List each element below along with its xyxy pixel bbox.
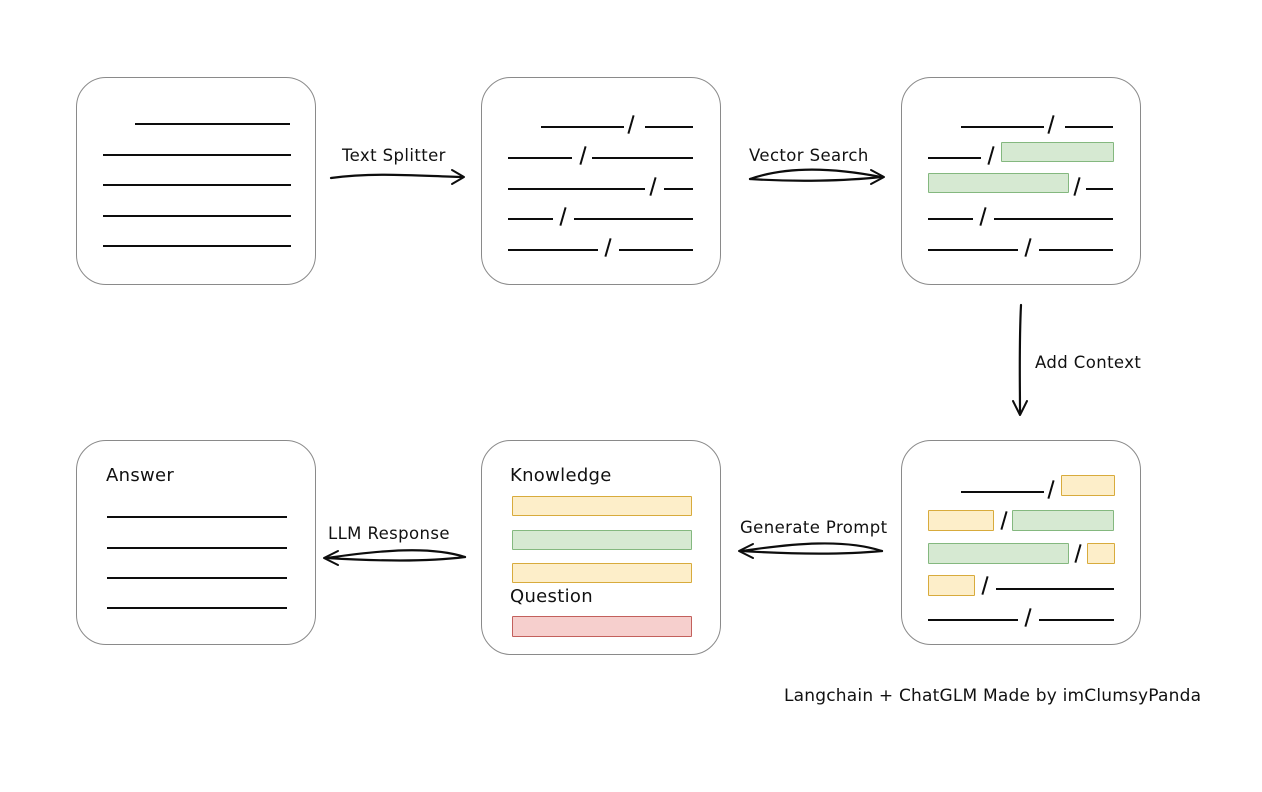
split-slash-icon (604, 238, 612, 257)
chunk-line (508, 249, 598, 251)
arrow-generate-prompt (738, 542, 884, 559)
question-label: Question (510, 586, 593, 607)
context-chunk[interactable] (928, 575, 975, 596)
doc-line (135, 123, 290, 125)
answer-title: Answer (106, 465, 175, 486)
arrow-llm-response (323, 549, 467, 566)
chunk-line (645, 126, 693, 128)
chunk-line (508, 157, 572, 159)
chunk-line (961, 491, 1044, 493)
chunk-line (961, 126, 1044, 128)
split-slash-icon (987, 146, 995, 165)
split-slash-icon (981, 576, 989, 595)
doc-line (103, 154, 291, 156)
split-slash-icon (1024, 238, 1032, 257)
chunk-line (928, 157, 981, 159)
answer-line (107, 577, 287, 579)
arrow-label-vector-search: Vector Search (749, 146, 869, 165)
doc-line (103, 184, 291, 186)
chunk-line (928, 218, 973, 220)
knowledge-bar[interactable] (512, 496, 692, 516)
doc-line (103, 215, 291, 217)
chunk-line (619, 249, 693, 251)
context-chunk[interactable] (928, 543, 1069, 564)
split-slash-icon (579, 146, 587, 165)
chunk-line (996, 588, 1114, 590)
chunk-line (508, 188, 645, 190)
chunk-line (994, 218, 1113, 220)
context-chunk[interactable] (1061, 475, 1115, 496)
arrow-label-add-context: Add Context (1035, 353, 1142, 372)
chunk-line (664, 188, 693, 190)
knowledge-bar[interactable] (512, 530, 692, 550)
context-chunk[interactable] (1087, 543, 1115, 564)
knowledge-label: Knowledge (510, 465, 612, 486)
context-chunk[interactable] (928, 510, 994, 531)
answer-card[interactable]: Answer (76, 440, 316, 645)
matched-document-card[interactable] (901, 77, 1141, 285)
chunk-line (1039, 619, 1114, 621)
split-document-card[interactable] (481, 77, 721, 285)
split-slash-icon (1047, 480, 1055, 499)
split-slash-icon (559, 207, 567, 226)
source-document-card[interactable] (76, 77, 316, 285)
footer-credit: Langchain + ChatGLM Made by imClumsyPand… (784, 686, 1202, 706)
chunk-line (1065, 126, 1113, 128)
question-bar[interactable] (512, 616, 692, 637)
split-slash-icon (627, 115, 635, 134)
doc-line (103, 245, 291, 247)
split-slash-icon (1047, 115, 1055, 134)
prompt-card[interactable]: Knowledge Question (481, 440, 721, 655)
chunk-line (1086, 188, 1113, 190)
chunk-line (541, 126, 624, 128)
split-slash-icon (979, 207, 987, 226)
retrieved-chunk[interactable] (928, 173, 1069, 193)
split-slash-icon (1074, 544, 1082, 563)
split-slash-icon (1024, 608, 1032, 627)
retrieved-chunk[interactable] (1001, 142, 1114, 162)
knowledge-bar[interactable] (512, 563, 692, 583)
answer-line (107, 516, 287, 518)
context-document-card[interactable] (901, 440, 1141, 645)
arrow-label-llm-response: LLM Response (328, 524, 450, 543)
chunk-line (592, 157, 693, 159)
arrow-label-generate-prompt: Generate Prompt (740, 518, 888, 537)
chunk-line (1039, 249, 1113, 251)
split-slash-icon (1073, 177, 1081, 196)
chunk-line (928, 249, 1018, 251)
arrow-label-text-splitter: Text Splitter (342, 146, 446, 165)
answer-line (107, 547, 287, 549)
arrow-text-splitter (329, 169, 465, 185)
context-chunk[interactable] (1012, 510, 1114, 531)
answer-line (107, 607, 287, 609)
split-slash-icon (649, 177, 657, 196)
split-slash-icon (1000, 511, 1008, 530)
chunk-line (574, 218, 693, 220)
chunk-line (508, 218, 553, 220)
arrow-add-context (1012, 303, 1028, 416)
chunk-line (928, 619, 1018, 621)
arrow-vector-search (748, 168, 885, 185)
